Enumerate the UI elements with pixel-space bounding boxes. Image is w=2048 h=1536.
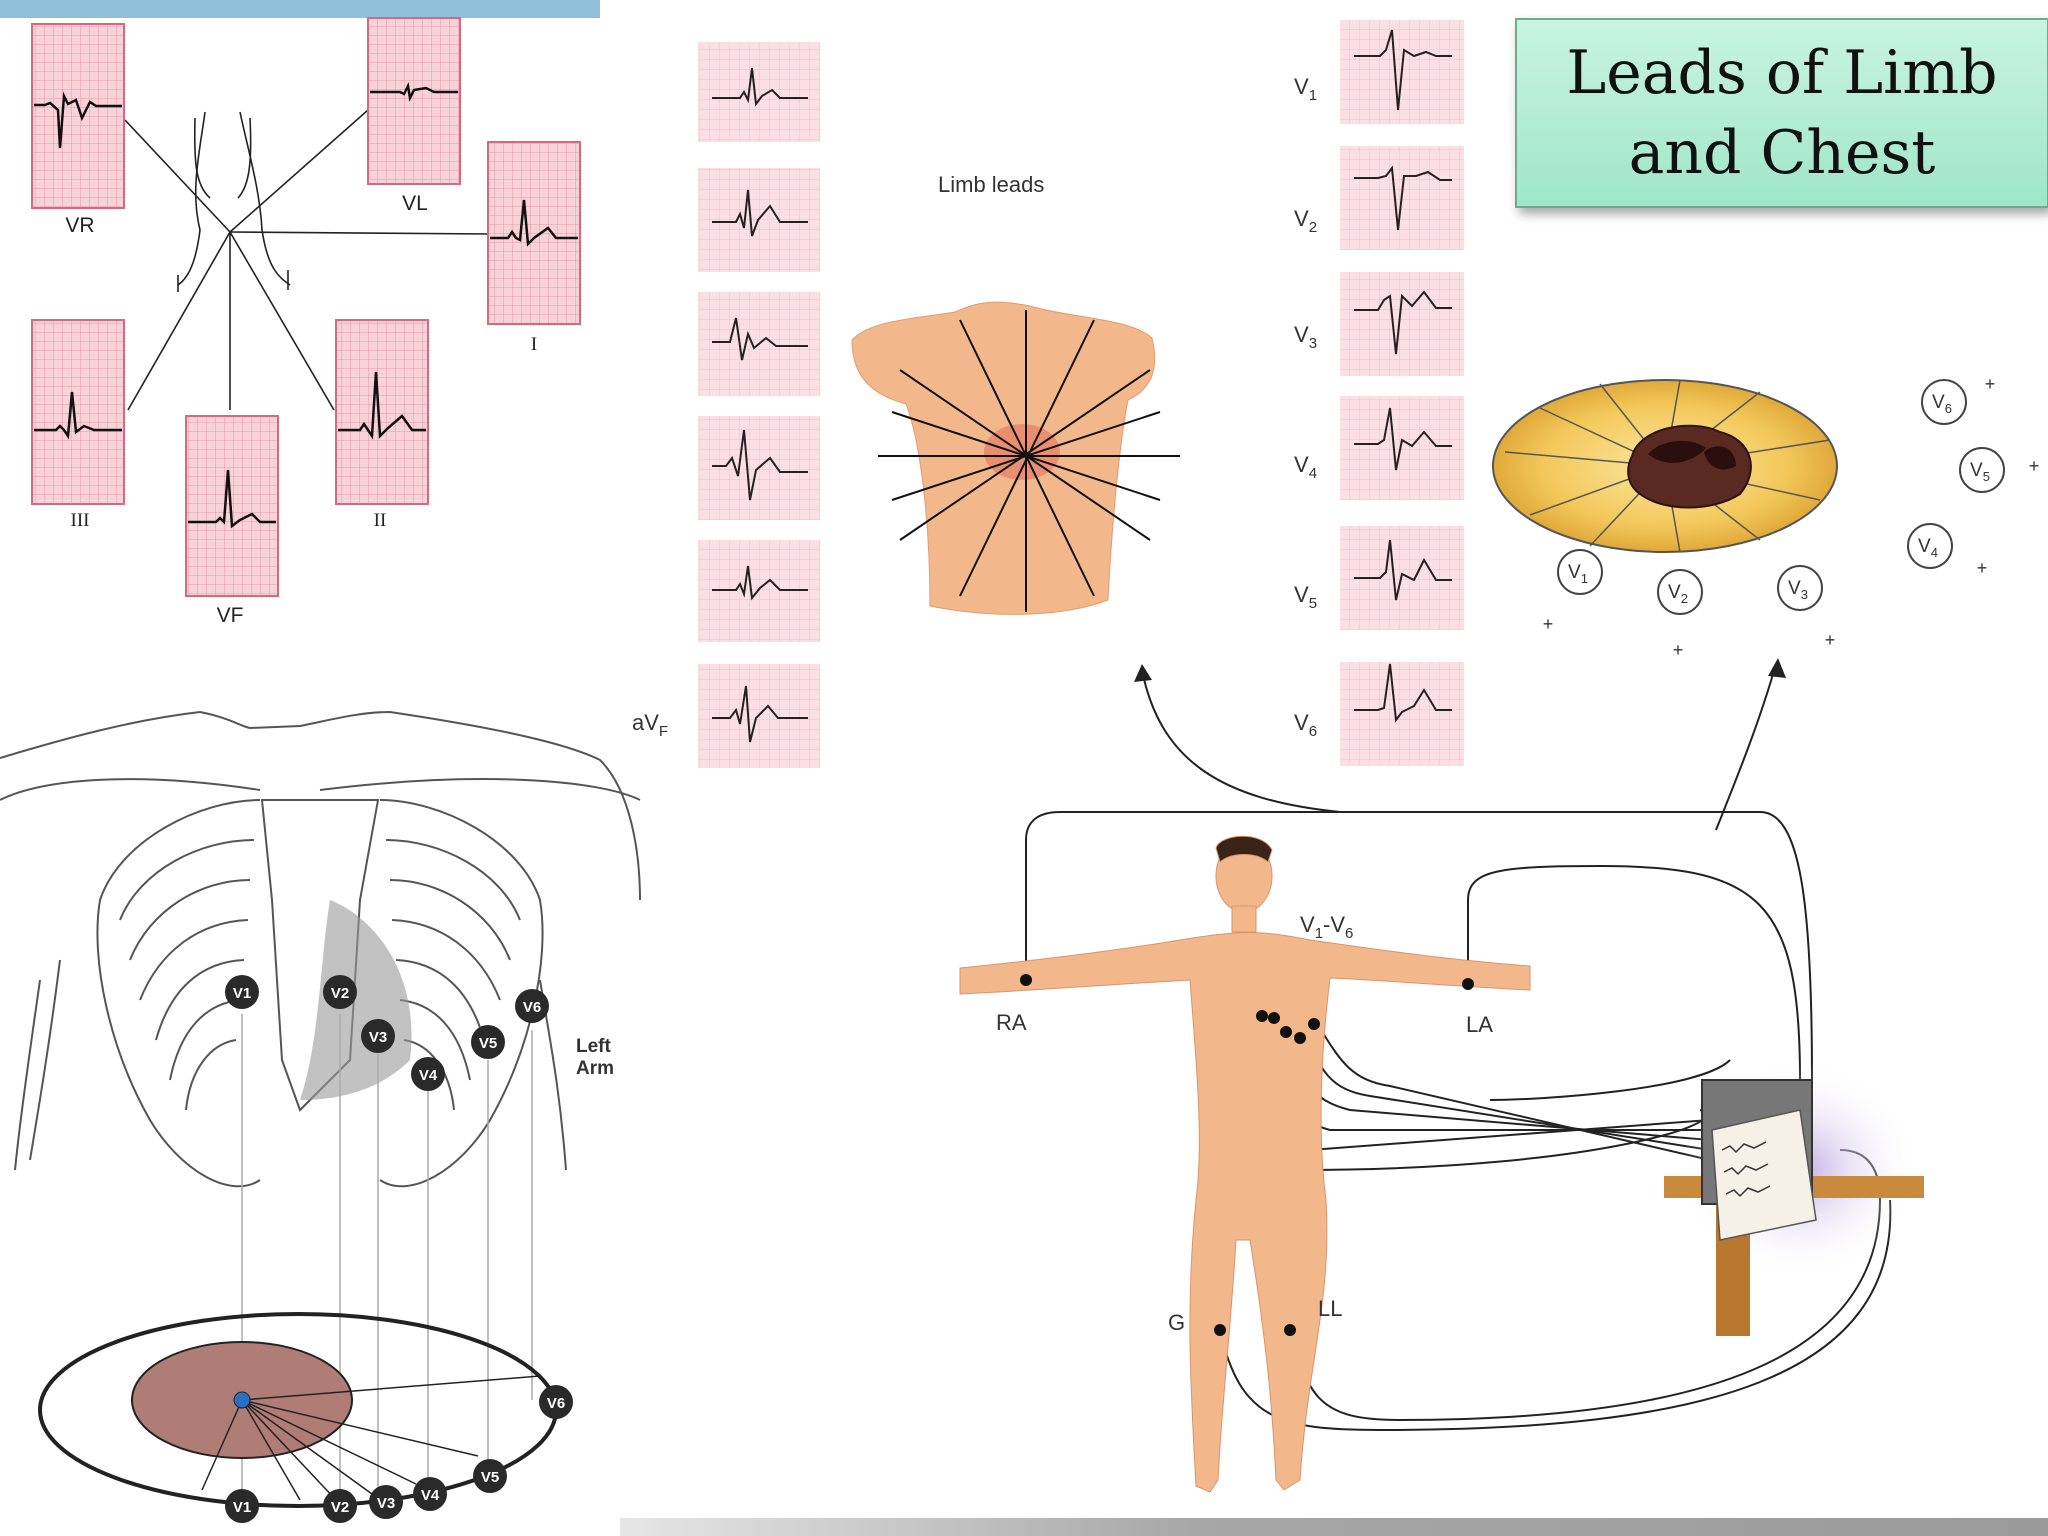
svg-text:V1: V1 [233, 1499, 251, 1516]
svg-text:V4: V4 [419, 1067, 438, 1084]
svg-text:V4: V4 [1918, 536, 1938, 560]
svg-text:+: + [1825, 630, 1836, 650]
chest-electrode-labels: V1 V2 V3 V4 V5 V6 [233, 985, 541, 1084]
svg-text:+: + [1977, 558, 1988, 578]
svg-text:V5: V5 [1294, 582, 1317, 612]
svg-text:V3: V3 [1294, 322, 1317, 352]
torso-hexaxial [851, 301, 1180, 615]
chest-strip-labels: V1 V2 V3 V4 V5 V6 [1294, 74, 1317, 740]
svg-text:+: + [1673, 640, 1684, 660]
electrode-dots [1020, 974, 1474, 1336]
lead-strip-panel: Limb leads aVF V1 V2 V3 V4 V5 V6 [632, 20, 1464, 768]
label-ii: II [374, 510, 387, 531]
plane-electrode-labels: V1 V2 V3 V4 V5 V6 [1568, 392, 1990, 606]
svg-text:V2: V2 [331, 985, 349, 1002]
limb-lead-diagram: VR VL I III II VF [31, 17, 581, 627]
slide-title: Leads of Limb and Chest [1566, 38, 1998, 188]
ellipse-electrode-labels: V1 V2 V3 V4 V5 V6 [233, 1395, 565, 1516]
body-ecg-machine: RA LA G LL V1-V6 [959, 658, 1924, 1493]
svg-text:V5: V5 [481, 1469, 499, 1486]
svg-text:V3: V3 [369, 1029, 387, 1046]
label-ra: RA [996, 1010, 1027, 1035]
label-iii: III [71, 510, 90, 531]
ecg-box-vr [31, 23, 125, 209]
limb-leads-label: Limb leads [938, 172, 1044, 197]
human-figure [959, 835, 1531, 1493]
label-g: G [1168, 1310, 1185, 1335]
label-v1-v6: V1-V6 [1300, 912, 1353, 942]
label-la: LA [1466, 1012, 1493, 1037]
svg-text:V6: V6 [1294, 710, 1317, 740]
svg-text:V1: V1 [233, 985, 251, 1002]
heart-horizontal-plane: V1 V2 V3 V4 V5 V6 + + + + + + [1492, 374, 2040, 660]
svg-text:+: + [2029, 456, 2040, 476]
ecg-box-i [487, 141, 581, 325]
ecg-box-ii [335, 319, 429, 505]
svg-text:V2: V2 [331, 1499, 349, 1516]
svg-text:V2: V2 [1668, 582, 1688, 606]
label-i: I [531, 334, 537, 355]
svg-text:V4: V4 [421, 1487, 440, 1504]
svg-text:V6: V6 [1932, 392, 1952, 416]
svg-text:V1: V1 [1568, 562, 1588, 586]
avf-label: aVF [632, 710, 668, 740]
chest-rib-diagram: V1 V2 V3 V4 V5 V6 V1 V2 V3 V4 V [0, 710, 641, 1523]
svg-text:V5: V5 [1970, 460, 1990, 484]
slide-title-box: Leads of Limb and Chest [1515, 18, 2048, 208]
label-vf: VF [217, 604, 244, 627]
svg-text:V6: V6 [547, 1395, 565, 1412]
svg-text:V3: V3 [377, 1495, 395, 1512]
body-labels: RA LA G LL V1-V6 [996, 912, 1493, 1335]
label-ll: LL [1318, 1296, 1342, 1321]
header-accent-bar [0, 0, 600, 18]
label-vl: VL [402, 192, 428, 215]
svg-text:V2: V2 [1294, 206, 1317, 236]
svg-text:V3: V3 [1788, 578, 1808, 602]
ecg-box-vl [367, 17, 461, 185]
svg-text:V6: V6 [523, 999, 541, 1016]
svg-text:+: + [1543, 614, 1554, 634]
chest-strip-column [1340, 20, 1464, 766]
svg-text:+: + [1985, 374, 1996, 394]
footer-bar [620, 1518, 2048, 1536]
ecg-box-iii [31, 319, 125, 505]
strip-1 [698, 42, 820, 142]
svg-text:V1: V1 [1294, 74, 1317, 104]
svg-text:V5: V5 [479, 1035, 497, 1052]
plane-plus-signs: + + + + + + [1543, 374, 2040, 660]
label-vr: VR [65, 214, 94, 237]
ecg-box-vf [185, 415, 279, 597]
svg-text:V4: V4 [1294, 452, 1317, 482]
limb-strip-column [698, 42, 820, 768]
limb-axis-lines [124, 109, 493, 411]
